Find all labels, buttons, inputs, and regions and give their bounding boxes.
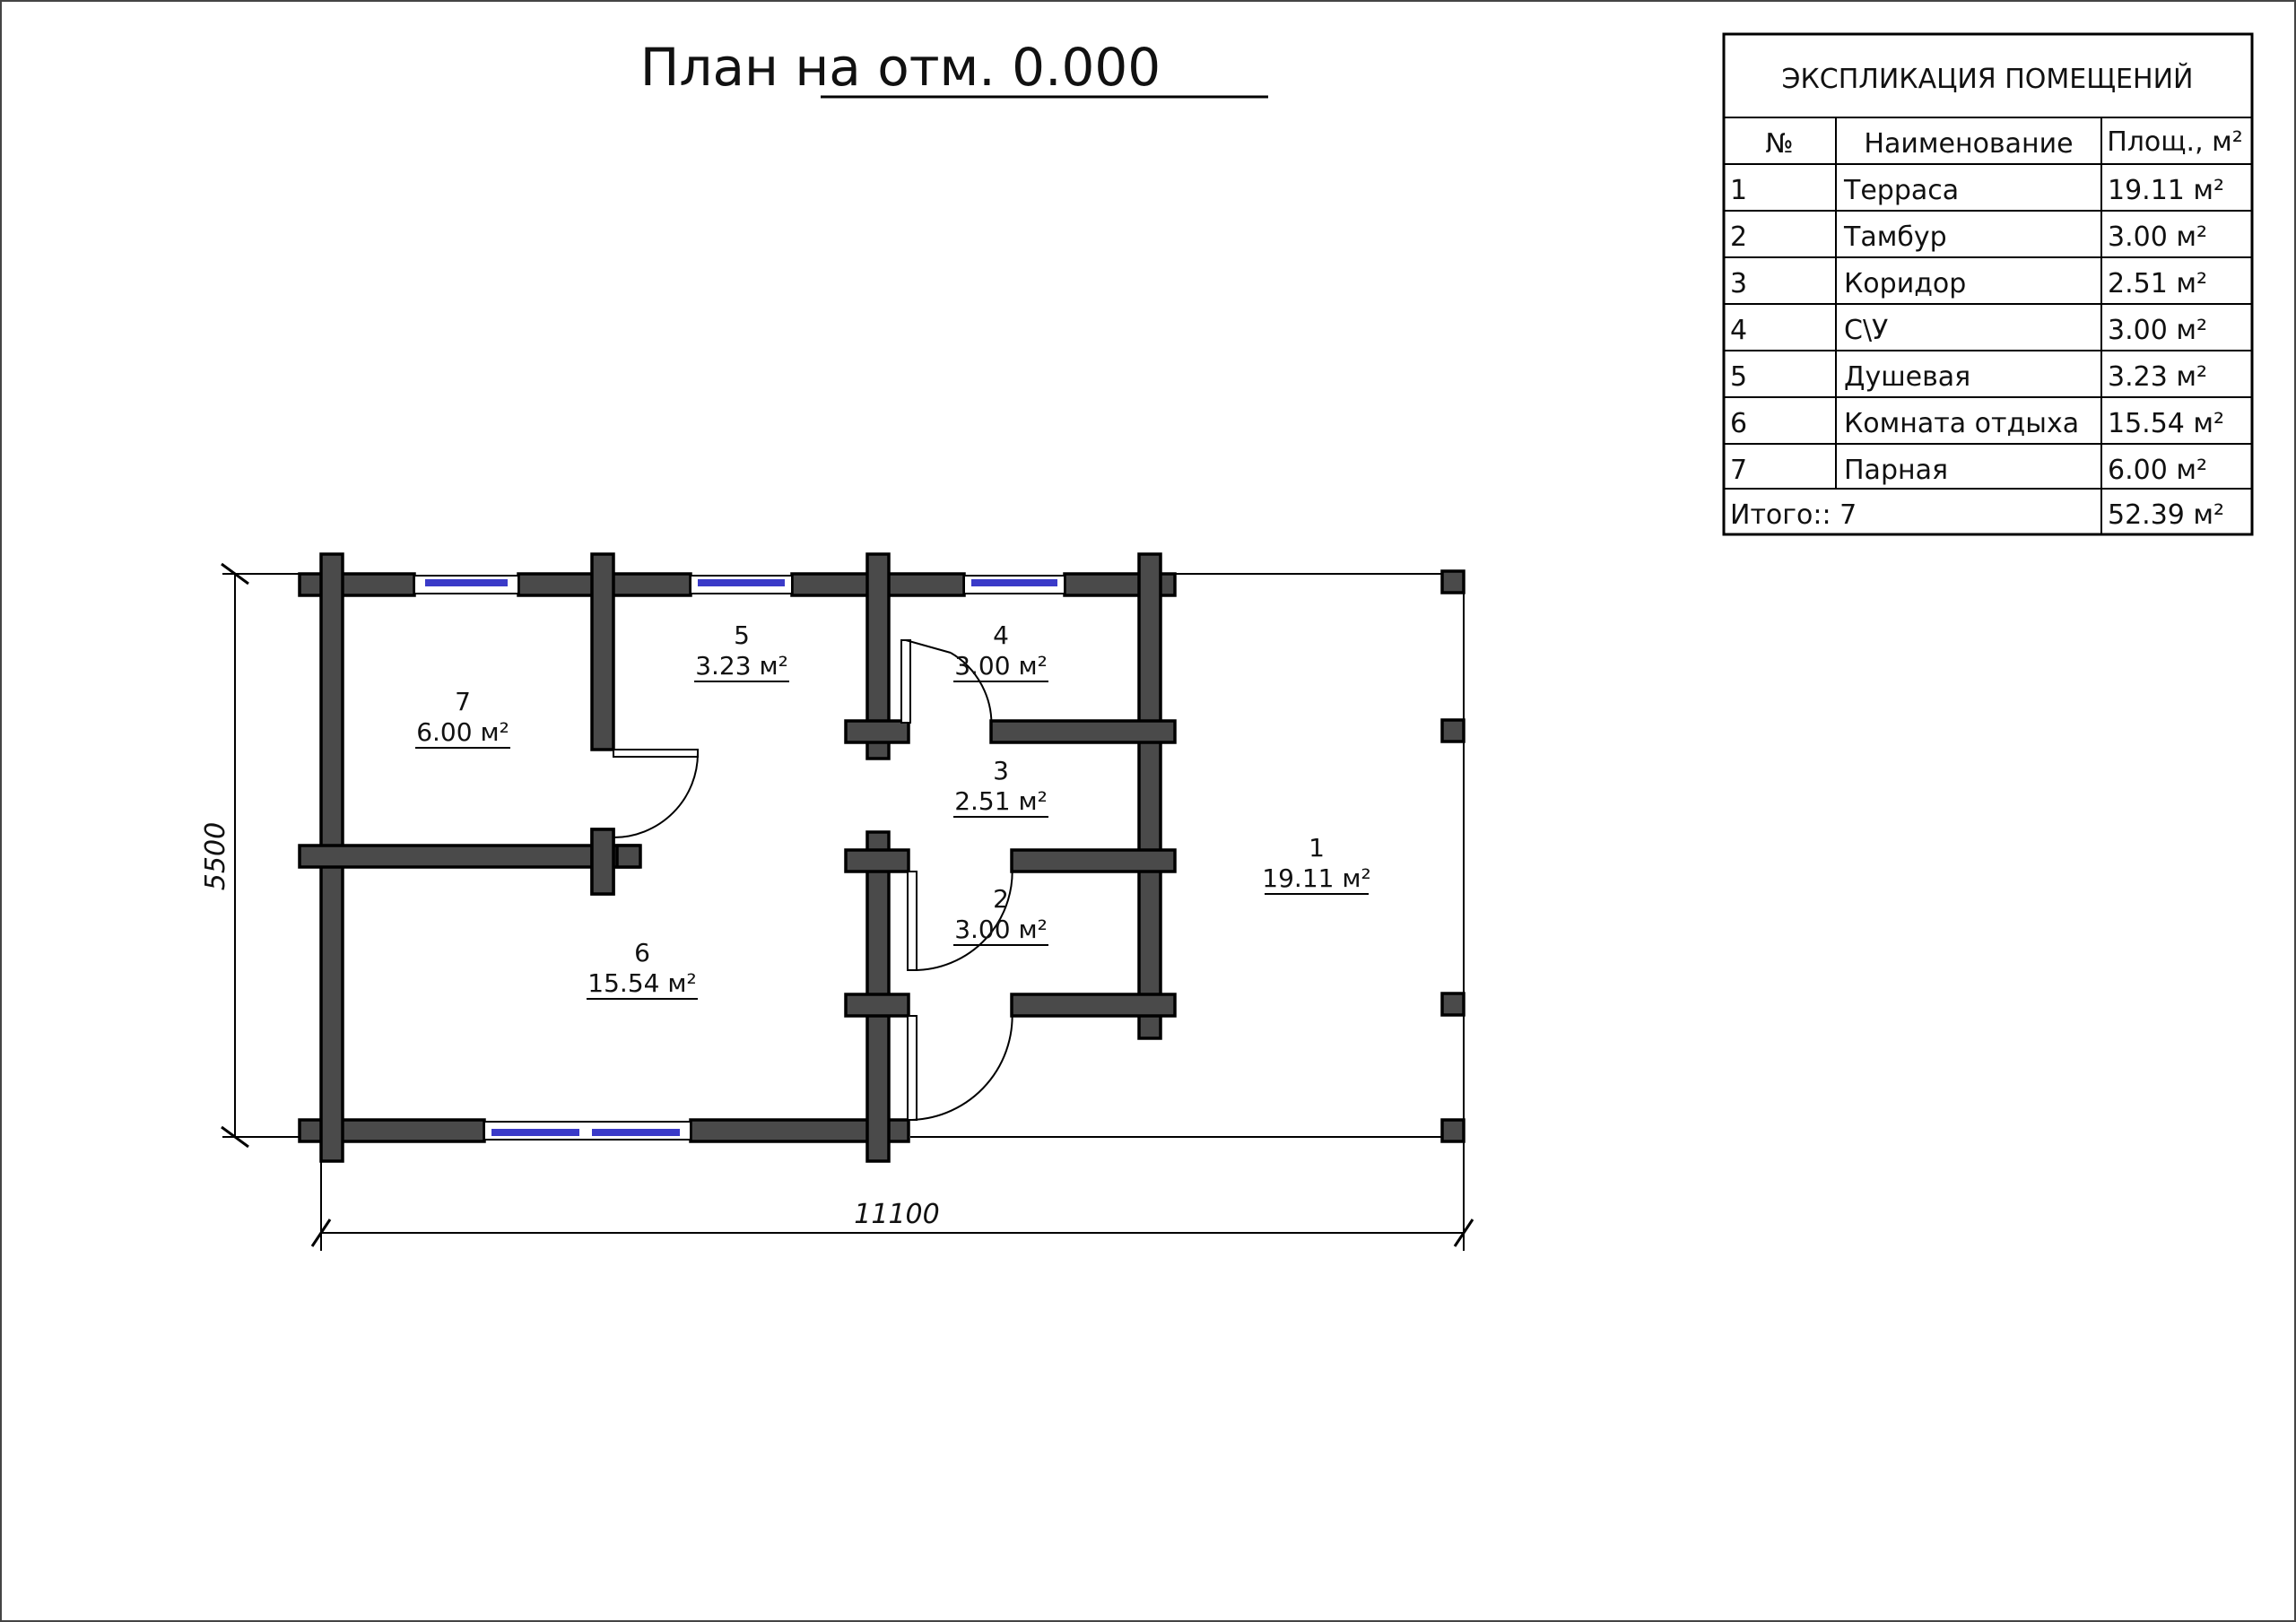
room-number: 6 bbox=[634, 938, 650, 967]
explication-title: ЭКСПЛИКАЦИЯ ПОМЕЩЕНИЙ bbox=[1782, 63, 2194, 95]
row-name: Коридор bbox=[1844, 268, 1966, 299]
header-name: Наименование bbox=[1864, 128, 2073, 160]
row-number: 3 bbox=[1730, 268, 1747, 299]
room-number: 3 bbox=[993, 756, 1009, 785]
row-area: 3.00 м² bbox=[2108, 315, 2207, 346]
row-area: 3.00 м² bbox=[2108, 221, 2207, 253]
plan-title: План на отм. 0.000 bbox=[640, 37, 1161, 98]
row-number: 6 bbox=[1730, 408, 1747, 439]
room-number: 7 bbox=[455, 687, 471, 716]
room-area: 19.11 м² bbox=[1262, 863, 1370, 893]
table-row: 1 Терраса 19.11 м² bbox=[1730, 175, 2224, 206]
room-area: 6.00 м² bbox=[416, 717, 509, 747]
window-top-2 bbox=[690, 575, 793, 594]
window-top-1 bbox=[413, 575, 519, 594]
row-area: 19.11 м² bbox=[2108, 175, 2224, 206]
dimension-width-label: 11100 bbox=[854, 1199, 939, 1230]
table-row: 5 Душевая 3.23 м² bbox=[1730, 361, 2207, 393]
row-number: 5 bbox=[1730, 361, 1747, 393]
row-name: Парная bbox=[1844, 455, 1948, 486]
row-area: 6.00 м² bbox=[2108, 455, 2207, 486]
room-number: 2 bbox=[993, 884, 1009, 914]
room-label-3: 3 2.51 м² bbox=[953, 756, 1048, 818]
room-area: 3.00 м² bbox=[954, 651, 1048, 681]
room-label-6: 6 15.54 м² bbox=[587, 938, 698, 1000]
row-name: С\У bbox=[1844, 315, 1888, 346]
room-label-2: 2 3.00 м² bbox=[953, 884, 1048, 946]
row-number: 7 bbox=[1730, 455, 1747, 486]
room-label-4: 4 3.00 м² bbox=[953, 620, 1048, 682]
total-label: Итого:: 7 bbox=[1730, 499, 1857, 531]
table-row: 6 Комната отдыха 15.54 м² bbox=[1730, 408, 2224, 439]
dimension-height-label: 5500 bbox=[200, 822, 231, 890]
row-number: 1 bbox=[1730, 175, 1747, 206]
row-name: Терраса bbox=[1843, 175, 1959, 206]
room-number: 4 bbox=[993, 620, 1009, 650]
walls bbox=[298, 552, 1177, 1163]
window-top-3 bbox=[963, 575, 1065, 594]
window-bottom bbox=[483, 1121, 691, 1141]
room-area: 15.54 м² bbox=[587, 968, 696, 998]
header-number: № bbox=[1765, 128, 1793, 160]
row-area: 3.23 м² bbox=[2108, 361, 2207, 393]
row-name: Душевая bbox=[1844, 361, 1970, 393]
table-row: 4 С\У 3.00 м² bbox=[1730, 315, 2207, 346]
table-row: 7 Парная 6.00 м² bbox=[1730, 455, 2207, 486]
row-area: 15.54 м² bbox=[2108, 408, 2224, 439]
header-area: Площ., м² bbox=[2107, 126, 2243, 158]
row-area: 2.51 м² bbox=[2108, 268, 2207, 299]
row-number: 2 bbox=[1730, 221, 1747, 253]
terrace-outline bbox=[910, 573, 1465, 1138]
door-entrance bbox=[907, 1004, 1013, 1121]
table-row: 2 Тамбур 3.00 м² bbox=[1730, 221, 2207, 253]
row-number: 4 bbox=[1730, 315, 1747, 346]
room-area: 3.00 м² bbox=[954, 915, 1048, 944]
room-area: 3.23 м² bbox=[695, 651, 788, 681]
explication-table: ЭКСПЛИКАЦИЯ ПОМЕЩЕНИЙ № Наименование Пло… bbox=[1722, 32, 2254, 536]
room-label-7: 7 6.00 м² bbox=[415, 687, 510, 749]
door-room-7 bbox=[613, 749, 699, 838]
room-label-5: 5 3.23 м² bbox=[694, 620, 789, 682]
row-name: Тамбур bbox=[1843, 221, 1947, 253]
row-name: Комната отдыха bbox=[1844, 408, 2079, 439]
total-area: 52.39 м² bbox=[2108, 499, 2224, 531]
door-room-2 bbox=[907, 860, 1013, 972]
table-row: 3 Коридор 2.51 м² bbox=[1730, 268, 2207, 299]
room-number: 1 bbox=[1309, 833, 1325, 863]
terrace-columns bbox=[1440, 569, 1465, 1143]
room-area: 2.51 м² bbox=[954, 786, 1048, 816]
room-label-1: 1 19.11 м² bbox=[1262, 833, 1371, 895]
dimension-width: 11100 bbox=[310, 1132, 1474, 1251]
room-number: 5 bbox=[734, 620, 750, 650]
door-room-4 bbox=[900, 639, 993, 733]
